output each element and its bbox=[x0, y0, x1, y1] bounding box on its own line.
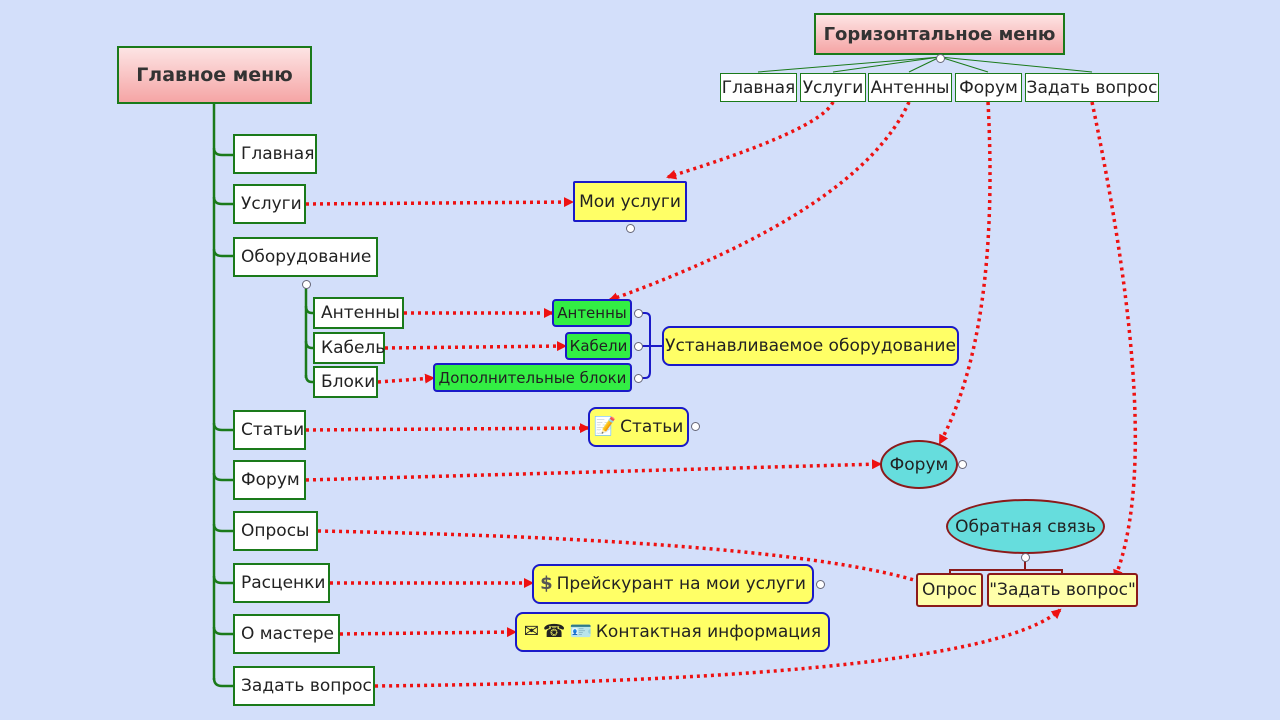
link-arrows bbox=[305, 101, 1138, 688]
equipment-item-blocks[interactable]: Блоки bbox=[313, 366, 378, 398]
equipment-item-cable[interactable]: Кабель bbox=[313, 332, 385, 364]
envelope-icon: ✉ bbox=[523, 621, 540, 642]
forum-expand-icon[interactable] bbox=[958, 460, 967, 469]
antennas-expand-icon[interactable] bbox=[634, 309, 643, 318]
target-feedback[interactable]: Обратная связь bbox=[946, 499, 1105, 554]
articles-expand-icon[interactable] bbox=[691, 422, 700, 431]
menu-item-about[interactable]: О мастере bbox=[233, 614, 340, 654]
target-extra-blocks[interactable]: Дополнительные блоки bbox=[433, 363, 632, 392]
menu-item-forum[interactable]: Форум bbox=[233, 460, 306, 500]
feedback-collapse-icon[interactable] bbox=[1021, 553, 1030, 562]
price-list-label: Прейскурант на мои услуги bbox=[556, 574, 806, 594]
target-installed-equipment[interactable]: Устанавливаемое оборудование bbox=[662, 326, 959, 366]
hmenu-item-services[interactable]: Услуги bbox=[800, 73, 866, 102]
horizontal-menu-collapse-icon[interactable] bbox=[936, 54, 945, 63]
equipment-collapse-icon[interactable] bbox=[302, 280, 311, 289]
articles-label: Статьи bbox=[620, 417, 684, 437]
horizontal-menu-lines bbox=[757, 56, 1093, 73]
cables-expand-icon[interactable] bbox=[634, 342, 643, 351]
target-articles[interactable]: 📝 Статьи bbox=[588, 407, 689, 447]
target-antennas[interactable]: Антенны bbox=[552, 299, 632, 327]
target-my-services[interactable]: Мои услуги bbox=[573, 181, 687, 222]
target-contact-info[interactable]: ✉ ☎ 🪪 Контактная информация bbox=[515, 612, 830, 652]
contact-info-label: Контактная информация bbox=[595, 622, 822, 642]
main-menu-root[interactable]: Главное меню bbox=[117, 46, 312, 104]
target-forum[interactable]: Форум bbox=[880, 440, 958, 489]
horizontal-menu-root[interactable]: Горизонтальное меню bbox=[814, 13, 1065, 55]
dollar-icon: $ bbox=[540, 573, 553, 594]
target-ask-question[interactable]: "Задать вопрос" bbox=[987, 573, 1138, 607]
equipment-item-antennas[interactable]: Антенны bbox=[313, 297, 404, 329]
menu-item-equipment[interactable]: Оборудование bbox=[233, 237, 378, 277]
target-poll[interactable]: Опрос bbox=[916, 573, 983, 607]
phone-icon: ☎ bbox=[543, 621, 566, 642]
menu-item-services[interactable]: Услуги bbox=[233, 184, 306, 224]
my-services-expand-icon[interactable] bbox=[626, 224, 635, 233]
hmenu-item-antennas[interactable]: Антенны bbox=[868, 73, 952, 102]
price-list-expand-icon[interactable] bbox=[816, 580, 825, 589]
target-price-list[interactable]: $ Прейскурант на мои услуги bbox=[532, 564, 814, 604]
id-card-icon: 🪪 bbox=[569, 621, 592, 642]
extra-blocks-expand-icon[interactable] bbox=[634, 374, 643, 383]
hmenu-item-ask-question[interactable]: Задать вопрос bbox=[1025, 73, 1159, 102]
menu-item-home[interactable]: Главная bbox=[233, 134, 317, 174]
menu-item-polls[interactable]: Опросы bbox=[233, 511, 318, 551]
menu-item-prices[interactable]: Расценки bbox=[233, 563, 330, 603]
hmenu-item-forum[interactable]: Форум bbox=[955, 73, 1022, 102]
hmenu-item-home[interactable]: Главная bbox=[720, 73, 797, 102]
notepad-icon: 📝 bbox=[593, 416, 617, 437]
menu-item-ask-question[interactable]: Задать вопрос bbox=[233, 666, 375, 706]
menu-item-articles[interactable]: Статьи bbox=[233, 410, 306, 450]
target-cables[interactable]: Кабели bbox=[565, 332, 632, 360]
main-menu-tree-lines bbox=[212, 102, 313, 688]
